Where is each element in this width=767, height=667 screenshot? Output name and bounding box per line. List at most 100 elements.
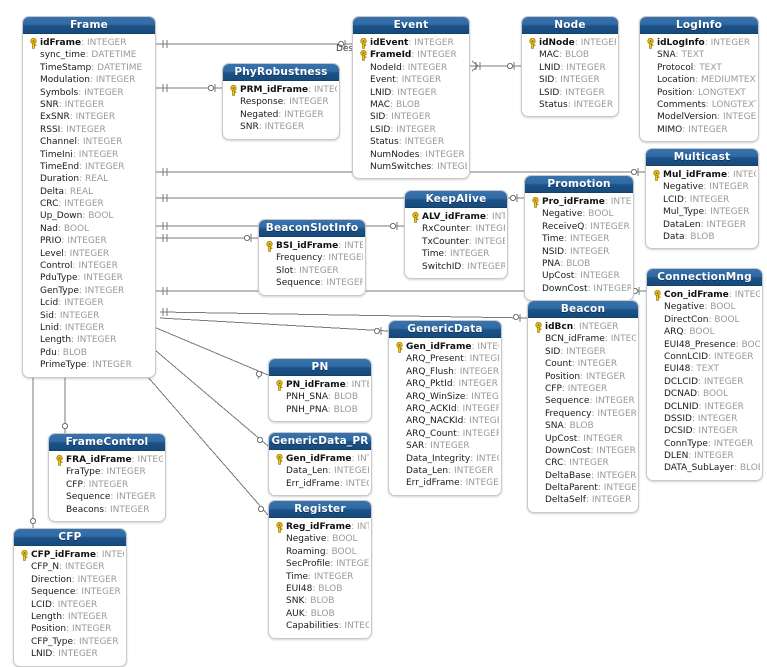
field-row[interactable]: LSID: INTEGER [524,87,616,99]
field-row[interactable]: Gen_idFrame: INTEGER [391,341,499,353]
field-row[interactable]: NumSwitches: INTEGER [355,161,467,173]
field-row[interactable]: sync_time: DATETIME [25,49,153,61]
field-row[interactable]: Response: INTEGER [225,96,337,108]
field-row[interactable]: Data: BLOB [648,231,756,243]
field-row[interactable]: SNA: TEXT [642,49,756,61]
field-row[interactable]: Comments: LONGTEXT [642,99,756,111]
field-row[interactable]: Time: INTEGER [407,248,505,260]
field-row[interactable]: Length: INTEGER [16,611,124,623]
field-row[interactable]: TimeStamp: DATETIME [25,62,153,74]
field-row[interactable]: MIMO: INTEGER [642,124,756,136]
field-row[interactable]: Delta: REAL [25,186,153,198]
field-row[interactable]: PRM_idFrame: INTEGER [225,84,337,96]
field-row[interactable]: Location: MEDIUMTEXT [642,74,756,86]
field-row[interactable]: Mul_idFrame: INTEGER [648,169,756,181]
field-row[interactable]: DeltaBase: INTEGER [530,470,636,482]
field-row[interactable]: idNode: INTEGER [524,37,616,49]
field-row[interactable]: SecProfile: INTEGER [271,558,369,570]
field-row[interactable]: SNR: INTEGER [25,99,153,111]
field-row[interactable]: Lnid: INTEGER [25,322,153,334]
field-row[interactable]: CFP_N: INTEGER [16,561,124,573]
field-row[interactable]: DataLen: INTEGER [648,219,756,231]
field-row[interactable]: Slot: INTEGER [261,265,363,277]
field-row[interactable]: Status: INTEGER [524,99,616,111]
field-row[interactable]: Channel: INTEGER [25,136,153,148]
field-row[interactable]: Negative: BOOL [649,301,760,313]
field-row[interactable]: Data_Integrity: INTEGER [391,453,499,465]
field-row[interactable]: Status: INTEGER [355,136,467,148]
field-row[interactable]: Data_Len: INTEGER [391,465,499,477]
field-row[interactable]: PNH_PNA: BLOB [271,404,369,416]
field-row[interactable]: LNID: INTEGER [524,62,616,74]
field-row[interactable]: ARQ_Count: INTEGER [391,428,499,440]
field-row[interactable]: RxCounter: INTEGER [407,223,505,235]
field-row[interactable]: LCID: INTEGER [16,599,124,611]
field-row[interactable]: Roaming: BOOL [271,546,369,558]
field-row[interactable]: Sequence: INTEGER [16,586,124,598]
field-row[interactable]: RSSI: INTEGER [25,124,153,136]
field-row[interactable]: FrameId: INTEGER [355,49,467,61]
field-row[interactable]: PrimeType: INTEGER [25,359,153,371]
field-row[interactable]: Reg_idFrame: INTEG... [271,521,369,533]
field-row[interactable]: ARQ_NACKId: INTEGER [391,415,499,427]
field-row[interactable]: MAC: BLOB [524,49,616,61]
field-row[interactable]: Modulation: INTEGER [25,74,153,86]
field-row[interactable]: Position: LONGTEXT [642,87,756,99]
field-row[interactable]: PN_idFrame: INTEGER [271,379,369,391]
field-row[interactable]: EUI48: BLOB [271,583,369,595]
field-row[interactable]: ARQ_PktId: INTEGER [391,378,499,390]
field-row[interactable]: PRIO: INTEGER [25,235,153,247]
field-row[interactable]: SwitchID: INTEGER [407,261,505,273]
field-row[interactable]: Gen_idFrame: INTEG... [271,453,369,465]
field-row[interactable]: Control: INTEGER [25,260,153,272]
field-row[interactable]: ConnLCID: INTEGER [649,351,760,363]
field-row[interactable]: CFP_Type: INTEGER [16,636,124,648]
field-row[interactable]: PNH_SNA: BLOB [271,391,369,403]
field-row[interactable]: Pro_idFrame: INTEGER [527,196,631,208]
field-row[interactable]: PNA: BLOB [527,258,631,270]
field-row[interactable]: SID: INTEGER [355,111,467,123]
field-row[interactable]: Symbols: INTEGER [25,87,153,99]
field-row[interactable]: GenType: INTEGER [25,285,153,297]
field-row[interactable]: idBcn: INTEGER [530,321,636,333]
field-row[interactable]: Level: INTEGER [25,248,153,260]
field-row[interactable]: Sequence: INTEGER [530,395,636,407]
field-row[interactable]: TimeEnd: INTEGER [25,161,153,173]
field-row[interactable]: Data_Len: INTEGER [271,465,369,477]
field-row[interactable]: FraType: INTEGER [51,466,163,478]
field-row[interactable]: ARQ: BOOL [649,326,760,338]
field-row[interactable]: NSID: INTEGER [527,246,631,258]
field-row[interactable]: DCLNID: INTEGER [649,401,760,413]
field-row[interactable]: ARQ_WinSize: INTEGER [391,391,499,403]
field-row[interactable]: Event: INTEGER [355,74,467,86]
field-row[interactable]: NodeId: INTEGER [355,62,467,74]
field-row[interactable]: Time: INTEGER [271,571,369,583]
field-row[interactable]: DeltaSelf: INTEGER [530,494,636,506]
field-row[interactable]: Nad: BOOL [25,223,153,235]
field-row[interactable]: Count: INTEGER [530,358,636,370]
field-row[interactable]: DCSID: INTEGER [649,425,760,437]
field-row[interactable]: Duration: REAL [25,173,153,185]
field-row[interactable]: DeltaParent: INTEGER [530,482,636,494]
field-row[interactable]: LNID: INTEGER [16,648,124,660]
field-row[interactable]: ARQ_Present: INTEGER [391,353,499,365]
field-row[interactable]: LCID: INTEGER [648,194,756,206]
field-row[interactable]: Sequence: INTEGER [261,277,363,289]
field-row[interactable]: Pdu: BLOB [25,347,153,359]
field-row[interactable]: SNK: BLOB [271,595,369,607]
field-row[interactable]: ConnType: INTEGER [649,438,760,450]
field-row[interactable]: ARQ_ACKId: INTEGER [391,403,499,415]
field-row[interactable]: SNA: BLOB [530,420,636,432]
field-row[interactable]: Protocol: TEXT [642,62,756,74]
